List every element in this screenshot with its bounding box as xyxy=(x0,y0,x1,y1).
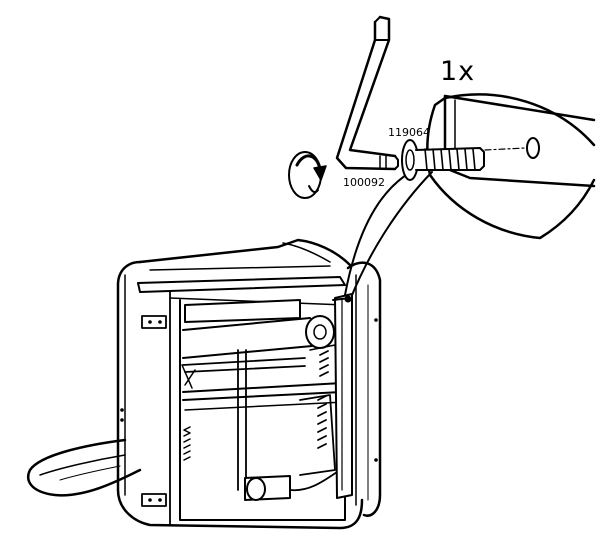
allen-key-icon xyxy=(335,15,399,171)
bolt-icon xyxy=(401,139,485,181)
magnifier-callout xyxy=(344,93,596,301)
rotate-clockwise-icon xyxy=(288,151,327,199)
recliner-chair-back-view xyxy=(27,238,382,530)
quantity-label: 1x xyxy=(440,56,476,87)
bolt-part-number: 119064 xyxy=(388,126,430,139)
allen-key-part-number: 100092 xyxy=(343,176,385,189)
